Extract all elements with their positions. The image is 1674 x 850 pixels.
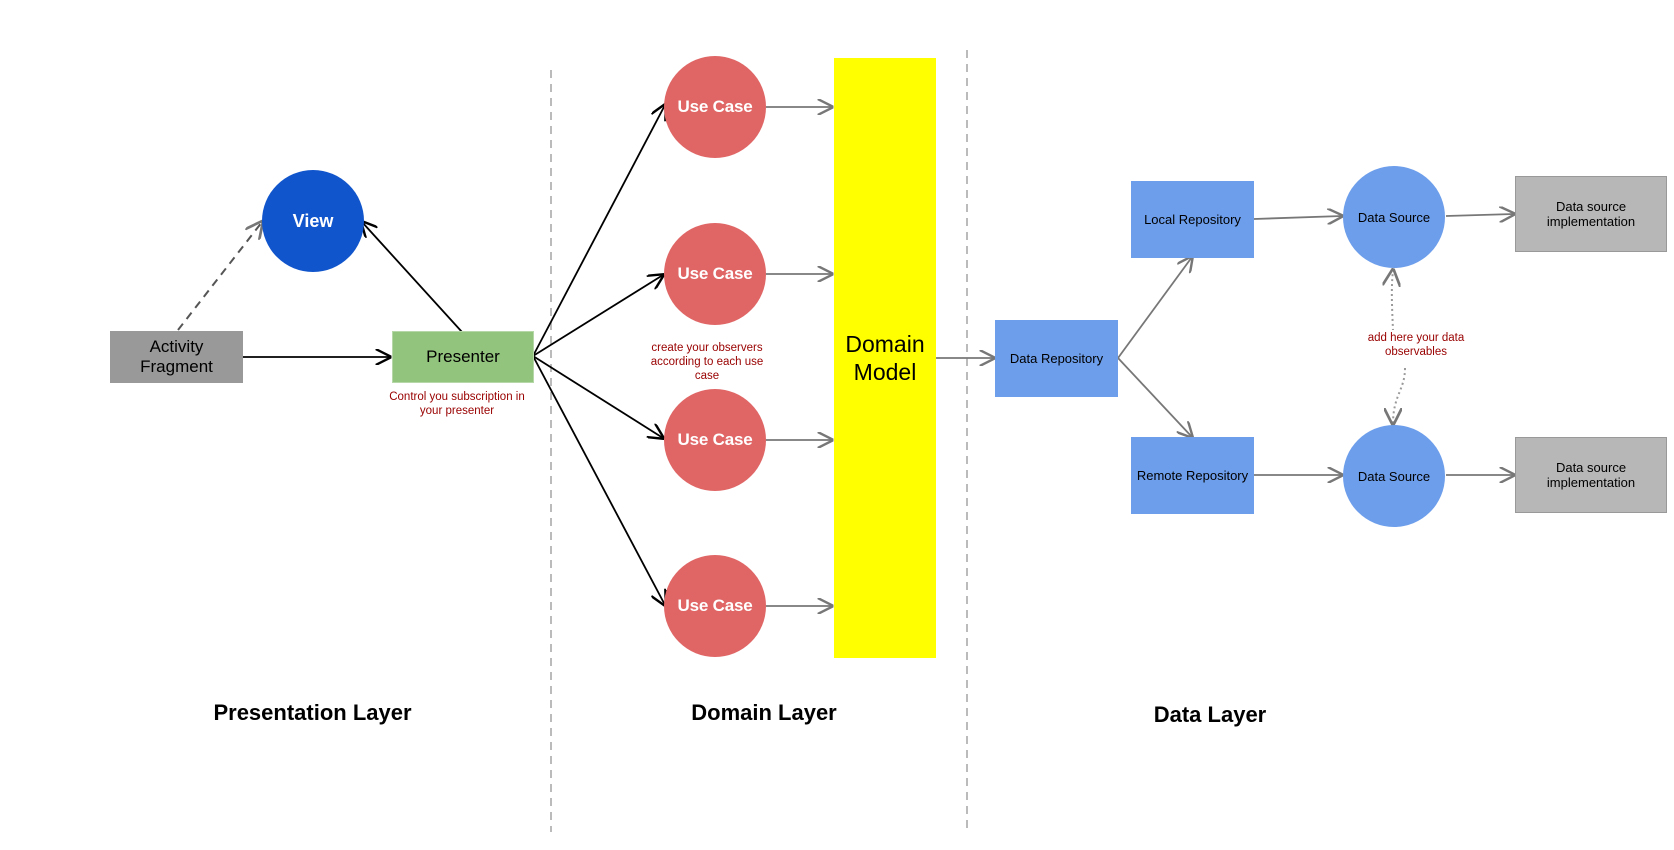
domain-model-node: Domain Model [834,58,936,658]
observables-note: add here your data observables [1335,330,1497,360]
presenter-note: Control you subscription in your present… [372,389,542,419]
remote-repository-node: Remote Repository [1131,437,1254,514]
presentation-layer-title: Presentation Layer [180,698,445,728]
use-case-label: Use Case [677,596,753,615]
local-repository-node: Local Repository [1131,181,1254,258]
use-case-node-1: Use Case [664,56,766,158]
domain-layer-title-text: Domain Layer [691,700,837,725]
local-repository-label: Local Repository [1144,212,1241,227]
presenter-to-usecase-4-arrow [532,355,665,605]
presenter-to-view-arrow [362,222,463,333]
use-case-node-2: Use Case [664,223,766,325]
presenter-label: Presenter [426,347,500,366]
data-source-impl-label: Data source implementation [1546,460,1636,490]
presenter-note-text: Control you subscription in your present… [389,391,525,417]
presenter-to-usecase-3-arrow [532,355,663,438]
observers-note: create your observers according to each … [628,340,786,384]
data-repository-node: Data Repository [995,320,1118,397]
observables-link-bottom [1393,367,1406,424]
view-label: View [292,210,334,231]
domain-layer-title: Domain Layer [664,698,864,728]
data-layer-title: Data Layer [1130,700,1290,730]
remote-repository-label: Remote Repository [1136,468,1249,483]
data-source-impl-bottom: Data source implementation [1515,437,1667,513]
presenter-node: Presenter [392,331,534,383]
use-case-label: Use Case [677,430,753,449]
presenter-to-usecase-1-arrow [532,105,665,357]
observables-note-text: add here your data observables [1367,332,1465,358]
activity-fragment-node: Activity Fragment [110,331,243,383]
data-repo-to-remote-arrow [1117,357,1192,437]
view-node: View [262,170,364,272]
data-source-label: Data Source [1357,209,1431,225]
data-layer-title-text: Data Layer [1153,702,1267,727]
data-source-impl-label: Data source implementation [1546,199,1636,229]
data-source-node-bottom: Data Source [1343,425,1445,527]
data-source-node-top: Data Source [1343,166,1445,268]
use-case-label: Use Case [677,97,753,116]
domain-model-label: Domain Model [845,331,925,385]
observers-note-text: create your observers according to each … [650,342,764,382]
local-to-datasource-arrow [1253,216,1342,219]
data-source-impl-top: Data source implementation [1515,176,1667,252]
activity-fragment-label: Activity Fragment [140,337,213,376]
use-case-label: Use Case [677,264,753,283]
datasource-top-to-impl-arrow [1445,214,1514,216]
activity-to-view-arrow [177,222,262,331]
use-case-node-3: Use Case [664,389,766,491]
data-source-label: Data Source [1357,468,1431,484]
observables-link-top [1392,270,1393,332]
data-repo-to-local-arrow [1117,257,1192,359]
presenter-to-usecase-2-arrow [532,275,663,357]
data-repository-label: Data Repository [1009,351,1104,366]
use-case-node-4: Use Case [664,555,766,657]
presentation-layer-title-text: Presentation Layer [213,700,412,725]
